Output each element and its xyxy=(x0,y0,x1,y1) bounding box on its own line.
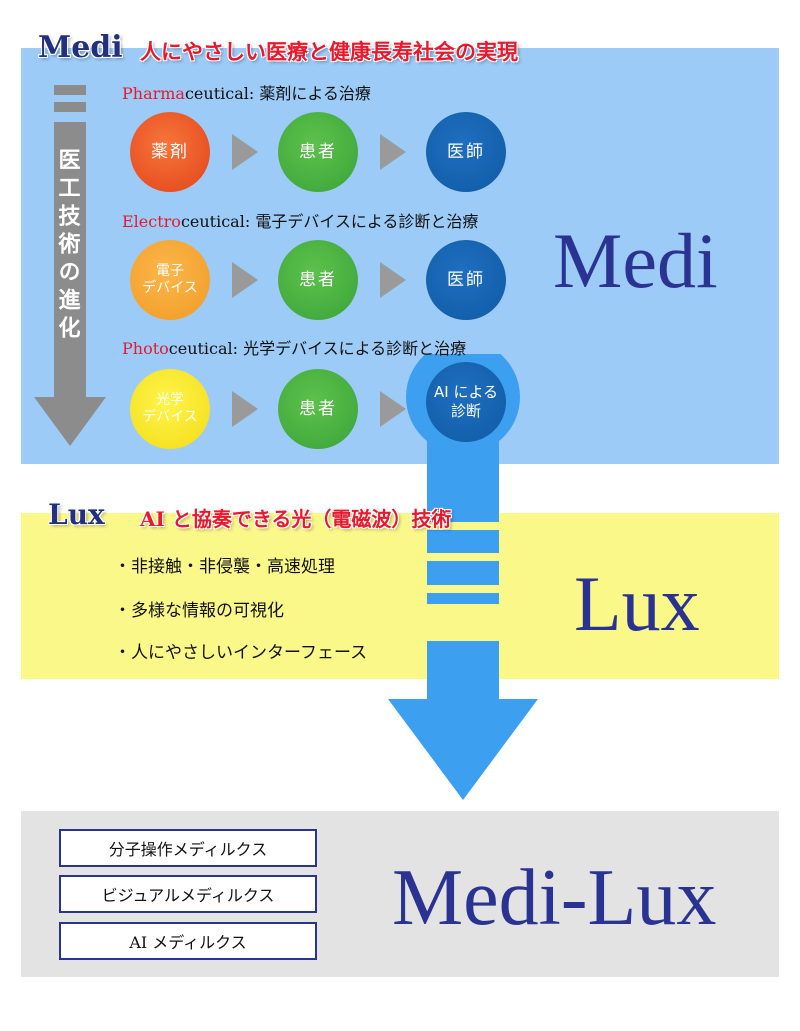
row-label-pharmaceutical: Pharmaceutical: 薬剤による治療 xyxy=(122,84,371,103)
lux-bullet: ・人にやさしいインターフェース xyxy=(114,643,368,663)
node-patient: 患者 xyxy=(278,240,358,320)
arrow-right-icon xyxy=(380,262,406,298)
node-optical-device: 光学 デバイス xyxy=(130,369,210,449)
node-doctor: 医師 xyxy=(426,112,506,192)
lux-big-label: Lux xyxy=(574,560,700,647)
medilux-box-molecular: 分子操作メディルクス xyxy=(59,829,317,867)
arrow-right-icon xyxy=(380,134,406,170)
lux-subheading: AI と協奏できる光（電磁波）技術 xyxy=(140,507,452,531)
node-doctor: 医師 xyxy=(426,240,506,320)
evolution-arrow-icon xyxy=(34,85,106,446)
arrow-right-icon xyxy=(232,134,258,170)
node-patient: 患者 xyxy=(278,369,358,449)
node-patient: 患者 xyxy=(278,112,358,192)
row-label-photoceutical: Photoceutical: 光学デバイスによる診断と治療 xyxy=(122,339,467,358)
lux-bullet: ・非接触・非侵襲・高速処理 xyxy=(114,557,335,577)
medilux-box-visual: ビジュアルメディルクス xyxy=(59,875,317,913)
arrow-right-icon xyxy=(232,391,258,427)
node-drug: 薬剤 xyxy=(130,112,210,192)
medi-big-label: Medi xyxy=(553,217,718,304)
medilux-big-label: Medi-Lux xyxy=(392,854,717,942)
lux-heading: Lux xyxy=(48,498,105,531)
arrow-right-icon xyxy=(232,262,258,298)
node-ai-diagnosis: AI による 診断 xyxy=(426,362,506,442)
lux-panel xyxy=(21,513,779,679)
lux-bullet: ・多様な情報の可視化 xyxy=(114,601,284,621)
evolution-label: 医工技術の進化 xyxy=(54,148,80,344)
medi-subheading: 人にやさしい医療と健康長寿社会の実現 xyxy=(140,39,518,64)
medilux-box-ai: AI メディルクス xyxy=(59,922,317,960)
medi-heading: Medi xyxy=(38,30,123,65)
arrow-right-icon xyxy=(380,391,406,427)
node-electronic-device: 電子 デバイス xyxy=(130,240,210,320)
row-label-electroceutical: Electroceutical: 電子デバイスによる診断と治療 xyxy=(122,212,479,231)
